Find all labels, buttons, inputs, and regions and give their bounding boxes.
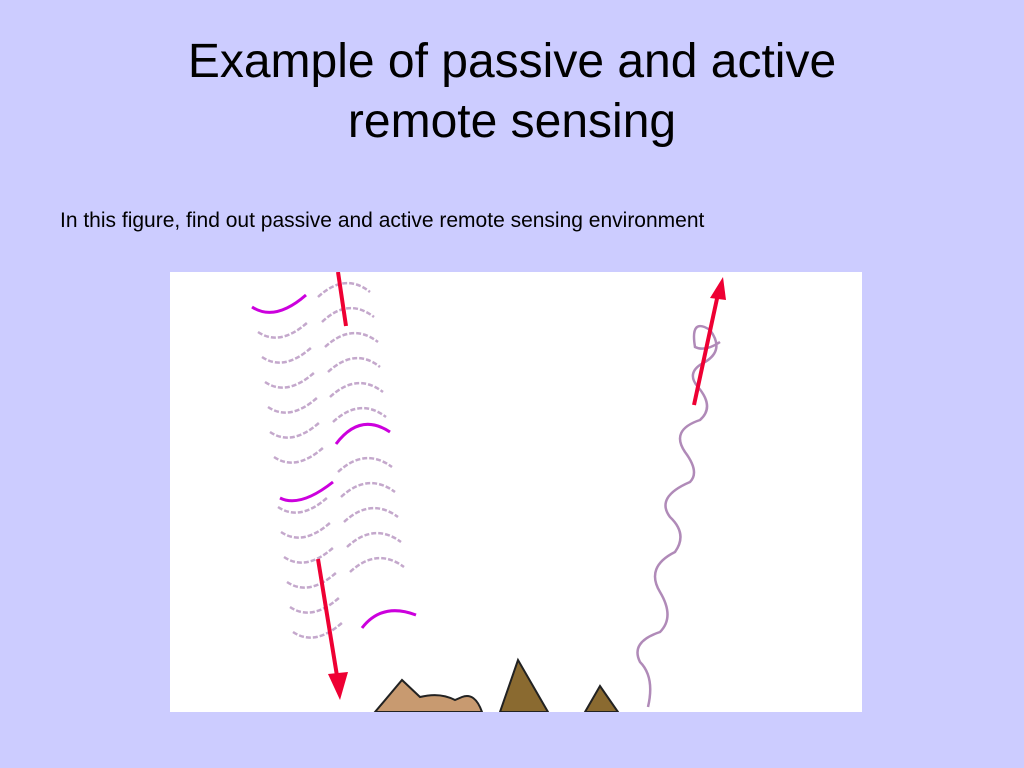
terrain-hills	[373, 657, 620, 712]
title-line-1: Example of passive and active	[187, 35, 837, 88]
title-line-2: remote sensing	[347, 95, 677, 148]
incoming-wave-arcs-left	[257, 321, 344, 639]
highlighted-wave-arcs	[251, 293, 417, 629]
remote-sensing-figure	[170, 272, 862, 712]
outgoing-wave-signal	[636, 324, 721, 708]
slide-title: Example of passive and active remote sen…	[0, 32, 1024, 152]
incoming-arrow-icon	[316, 558, 348, 700]
slide-body-text: In this figure, find out passive and act…	[60, 209, 705, 232]
incoming-wave-arcs-right	[317, 282, 405, 573]
incoming-arrow-top	[336, 272, 348, 327]
outgoing-arrow-icon	[692, 277, 726, 406]
